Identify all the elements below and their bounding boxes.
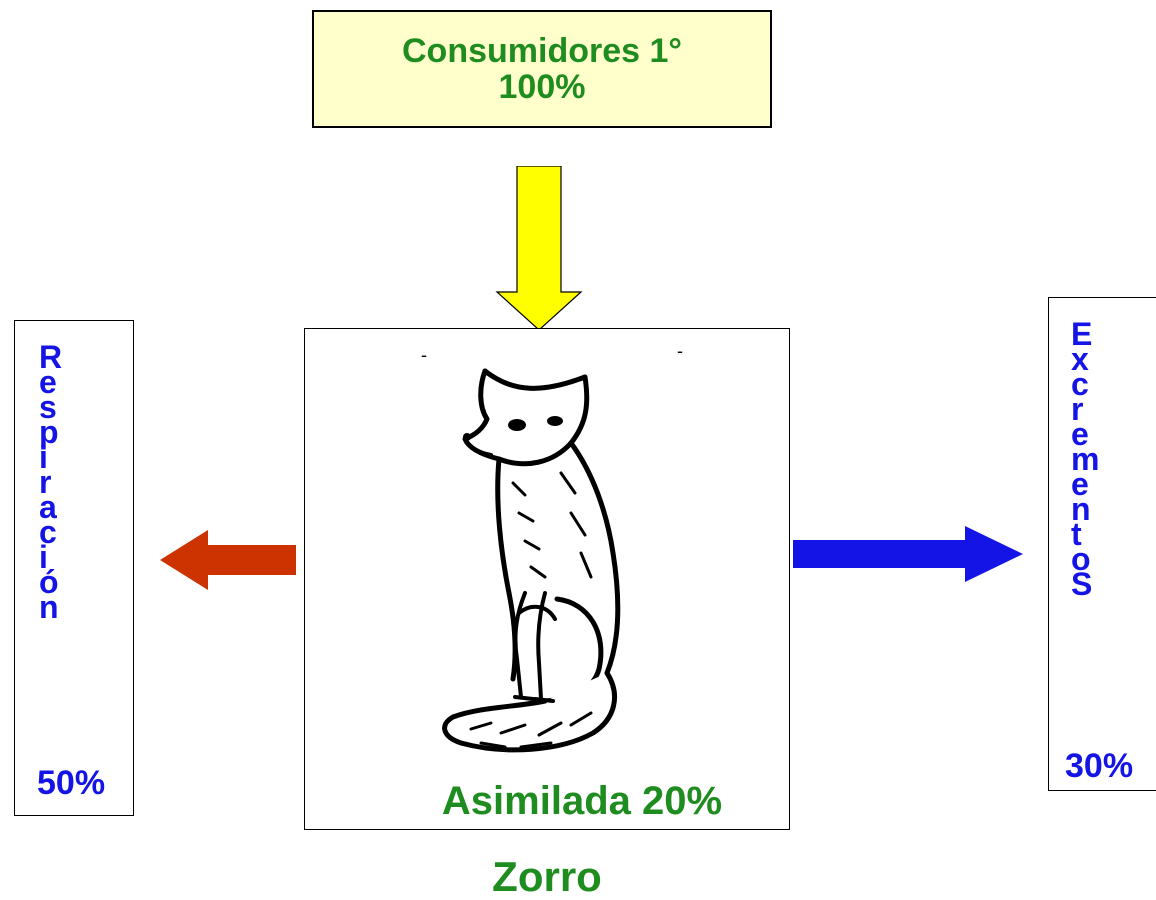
assimilated-label: Asimilada 20% <box>441 779 723 823</box>
respiration-letter: p <box>39 414 59 450</box>
excrement-vertical-label: E x c r e m e n t o S <box>1071 316 1100 602</box>
respiration-letter: i <box>39 439 48 475</box>
source-title: Consumidores 1° <box>402 32 682 70</box>
input-arrow-down <box>495 166 583 331</box>
excrement-box: E x c r e m e n t o S 30% <box>1048 297 1156 791</box>
respiration-letter: R <box>39 339 63 375</box>
excrement-letter: c <box>1071 366 1089 402</box>
excrement-letter: e <box>1071 416 1089 452</box>
source-box: Consumidores 1° 100% <box>312 10 772 128</box>
fox-icon <box>442 368 621 753</box>
tick-mark: - <box>677 341 683 361</box>
excrement-letter: o <box>1071 541 1091 577</box>
excrement-arrow <box>793 526 1023 582</box>
organism-box: - - Asimilada 20% <box>304 328 790 830</box>
respiration-letter: e <box>39 364 57 400</box>
respiration-box: R e s p i r a c i ó n 50% <box>14 320 134 816</box>
excrement-percent: 30% <box>1065 747 1134 785</box>
excrement-letter: E <box>1071 316 1093 352</box>
respiration-letter: c <box>39 514 57 550</box>
organism-label: Zorro <box>492 853 602 900</box>
respiration-letter: i <box>39 539 48 575</box>
excrement-letter: t <box>1071 516 1082 552</box>
excrement-letter: x <box>1071 341 1089 377</box>
tick-mark: - <box>421 345 427 365</box>
respiration-percent: 50% <box>37 764 106 802</box>
excrement-letter: S <box>1071 566 1093 602</box>
respiration-vertical-label: R e s p i r a c i ó n <box>39 339 63 625</box>
respiration-arrow <box>160 530 296 590</box>
respiration-letter: a <box>39 489 57 525</box>
excrement-letter: m <box>1071 441 1100 477</box>
respiration-letter: ó <box>39 564 59 600</box>
source-percent: 100% <box>498 68 586 106</box>
respiration-letter: n <box>39 589 59 625</box>
respiration-letter: r <box>39 464 52 500</box>
respiration-letter: s <box>39 389 57 425</box>
excrement-letter: n <box>1071 491 1091 527</box>
excrement-letter: r <box>1071 391 1084 427</box>
excrement-letter: e <box>1071 466 1089 502</box>
